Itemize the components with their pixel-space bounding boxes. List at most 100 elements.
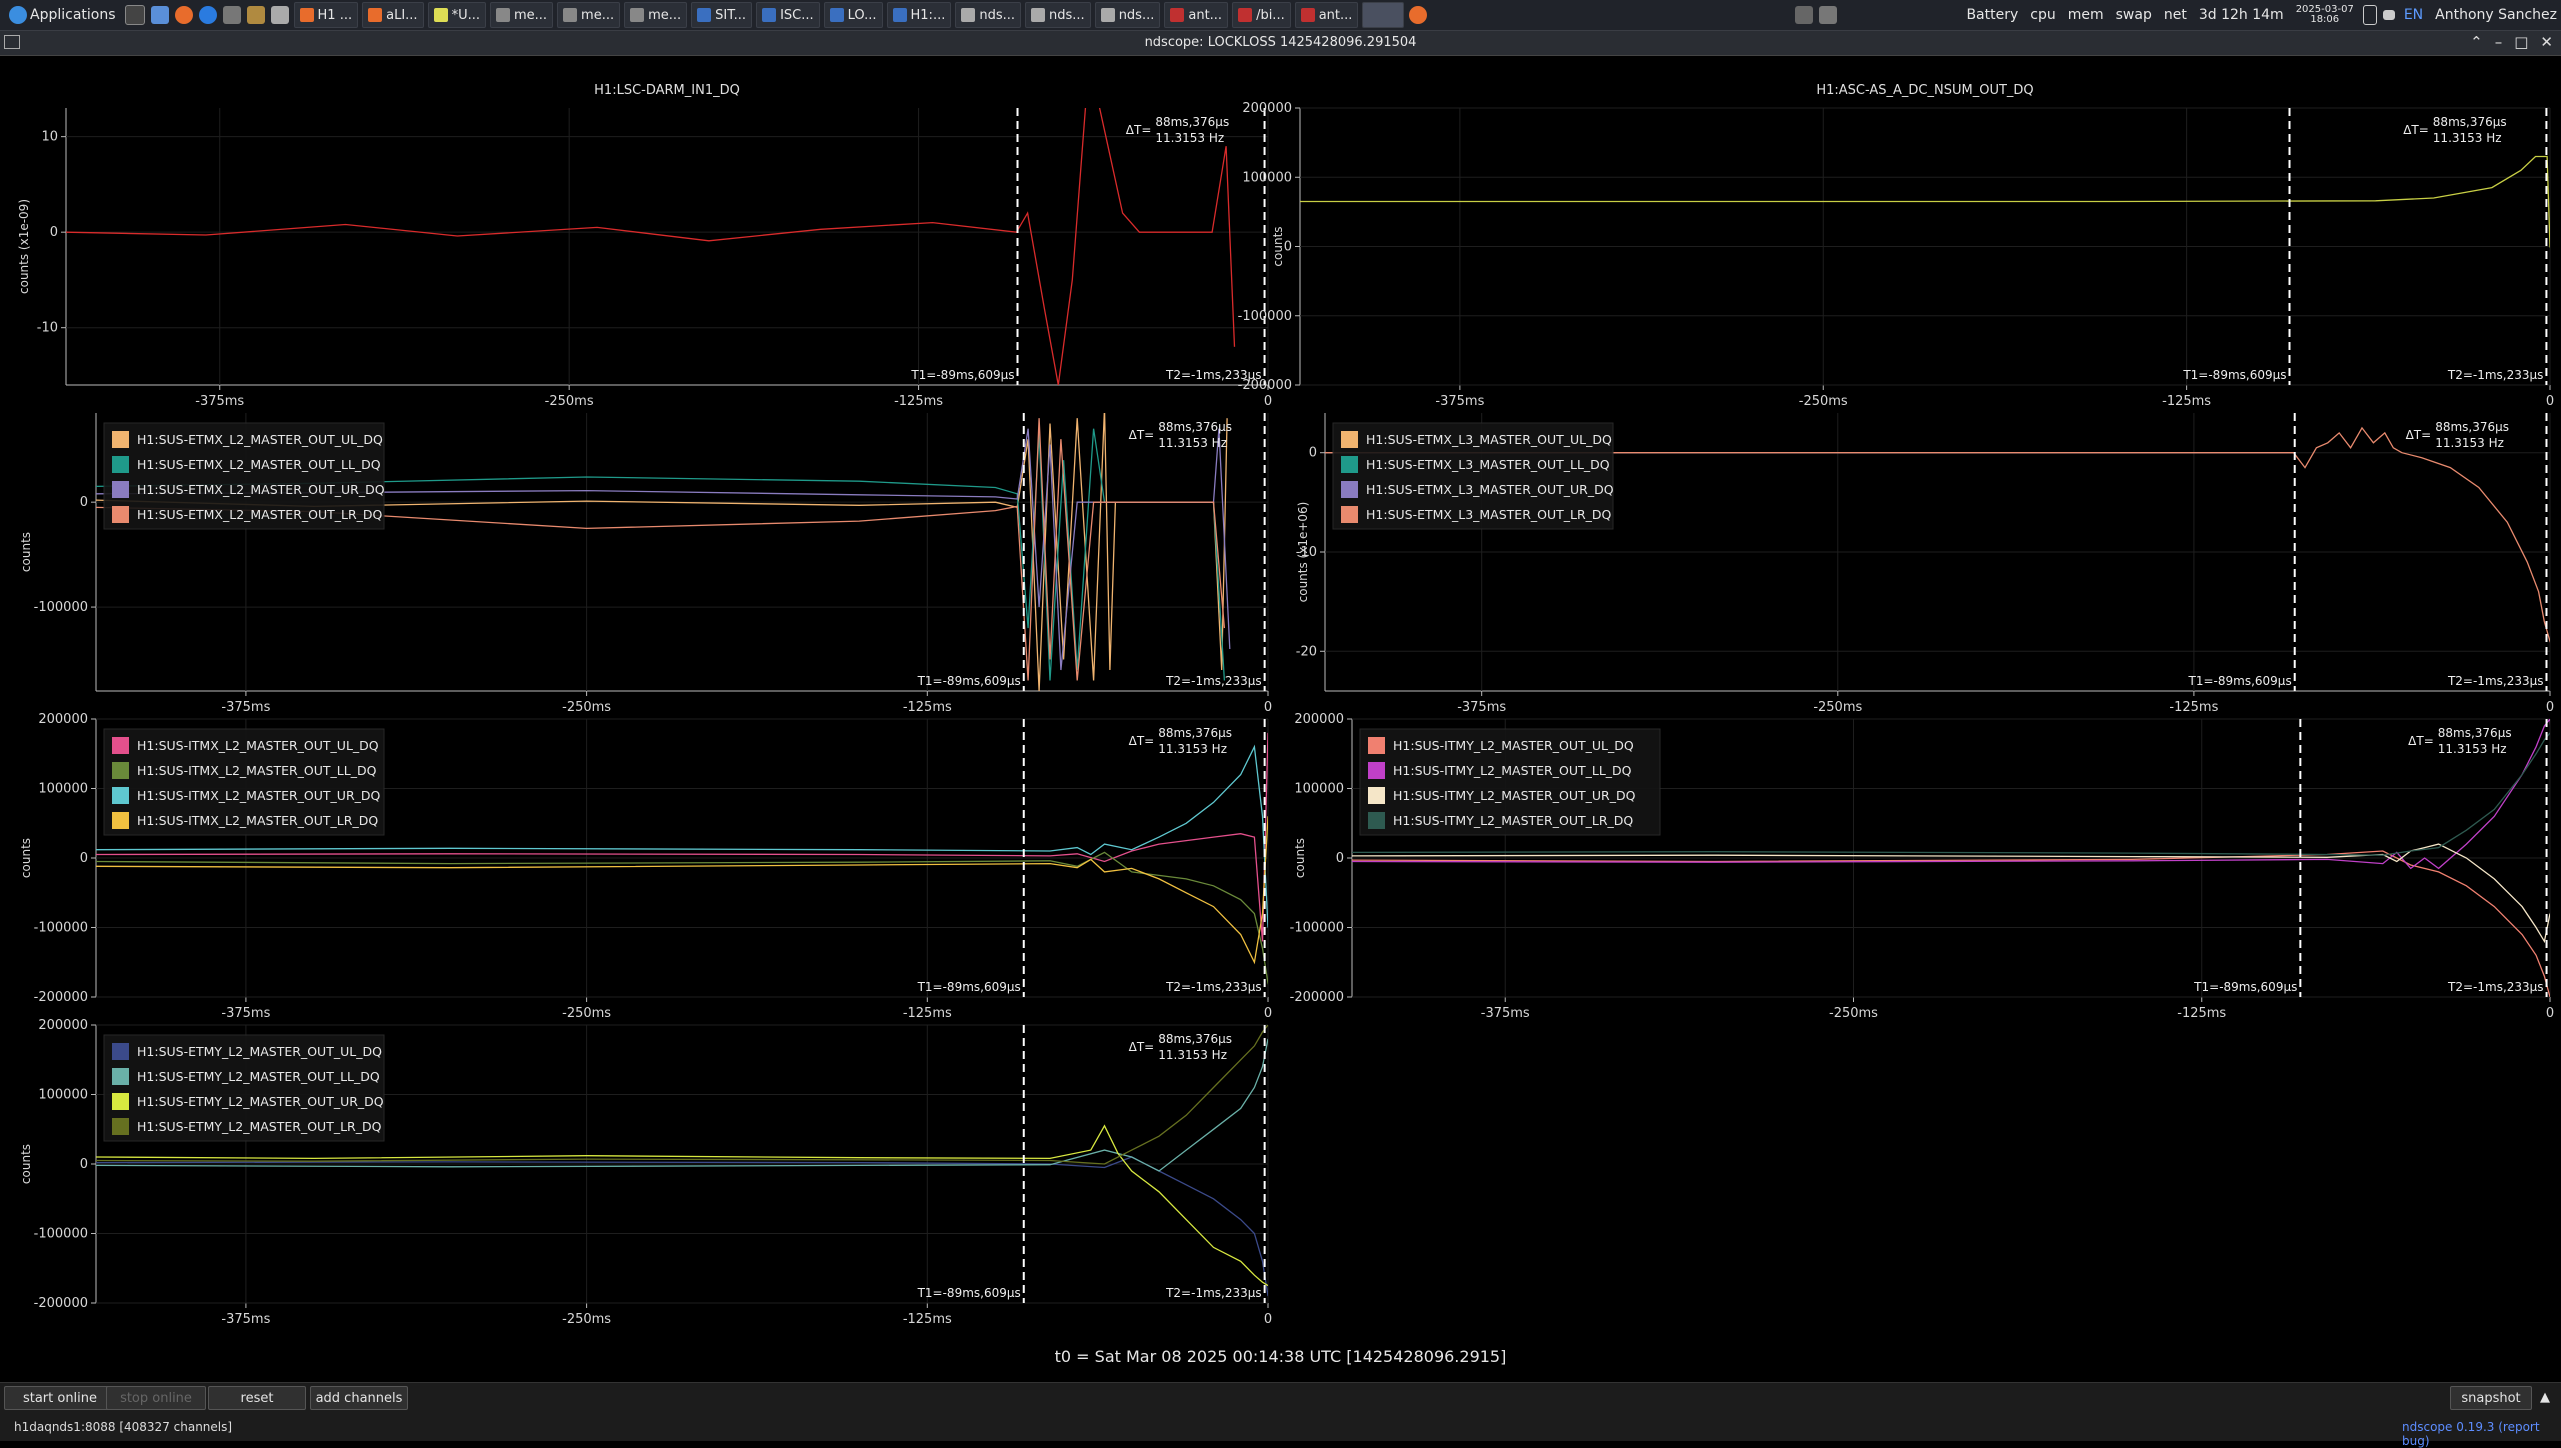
taskbar-task[interactable]: LO...: [823, 2, 883, 28]
y-tick-label: -100000: [34, 1227, 88, 1242]
series-line-3: [96, 418, 1226, 681]
taskbar-task[interactable]: me...: [624, 2, 688, 28]
legend-swatch: [112, 737, 129, 754]
monitor-4[interactable]: net: [2163, 7, 2187, 23]
window-close-icon[interactable]: ✕: [2540, 33, 2553, 51]
frequency-value: 11.3153 Hz: [2433, 131, 2502, 145]
task-app-icon: [829, 8, 844, 22]
delta-t-value: 88ms,376μs: [1158, 726, 1232, 740]
y-tick-label: -10: [37, 321, 58, 336]
taskbar-task[interactable]: me...: [557, 2, 621, 28]
add-channels-button[interactable]: add channels: [310, 1386, 408, 1410]
version-link[interactable]: ndscope 0.19.3: [2402, 1420, 2495, 1434]
firefox-task-icon[interactable]: [1409, 6, 1428, 24]
start-online-button[interactable]: start online: [4, 1386, 116, 1410]
y-axis-label: counts (x1e+06): [1296, 502, 1310, 603]
x-tick-label: 0: [2546, 1006, 2554, 1021]
task-label: ISC...: [780, 7, 814, 23]
collapse-arrow-icon[interactable]: ▲: [2540, 1389, 2550, 1405]
window-minimize-icon[interactable]: –: [2494, 33, 2503, 51]
taskbar-task[interactable]: *U...: [427, 2, 486, 28]
x-tick-label: 0: [2546, 394, 2554, 409]
delta-t-value: 88ms,376μs: [2433, 115, 2507, 129]
delta-t-label: ΔT=: [2406, 428, 2432, 442]
taskbar-task[interactable]: me...: [489, 2, 554, 28]
taskbar-task[interactable]: nds...: [1094, 2, 1161, 28]
legend-box: [103, 1034, 385, 1142]
y-tick-label: -100000: [1290, 921, 1344, 936]
task-list: H1 ...aLI...*U...me...me...me...SIT...IS…: [292, 2, 1431, 28]
series-line-0: [1300, 155, 2550, 249]
legend-label: H1:SUS-ETMX_L2_MASTER_OUT_LR_DQ: [137, 507, 383, 522]
window-maximize-icon[interactable]: □: [2514, 33, 2529, 51]
taskbar-task[interactable]: /bi...: [1232, 2, 1291, 28]
terminal-launcher-icon[interactable]: [124, 5, 145, 25]
monitor-2[interactable]: mem: [2067, 7, 2104, 23]
legend-label: H1:SUS-ETMY_L2_MASTER_OUT_LL_DQ: [137, 1069, 380, 1084]
taskbar-task[interactable]: H1:...: [886, 2, 952, 28]
firefox-launcher-icon[interactable]: [174, 6, 193, 24]
network-icon[interactable]: [2382, 10, 2395, 20]
taskbar-task[interactable]: H1 ...: [293, 2, 359, 28]
x-tick-label: -125ms: [903, 1312, 952, 1327]
share-launcher-icon[interactable]: [222, 6, 241, 24]
clipboard-icon[interactable]: [2362, 5, 2377, 25]
task-app-icon: [697, 8, 712, 22]
archive-launcher-icon[interactable]: [246, 6, 265, 24]
legend-label: H1:SUS-ETMY_L2_MASTER_OUT_UL_DQ: [137, 1044, 382, 1059]
taskbar-task[interactable]: ISC...: [756, 2, 820, 28]
distro-logo-icon: [9, 6, 27, 24]
monitor-1[interactable]: cpu: [2030, 7, 2056, 23]
x-tick-label: -125ms: [903, 700, 952, 715]
task-app-icon: [1100, 8, 1115, 22]
legend-swatch: [1341, 431, 1358, 448]
legend-label: H1:SUS-ETMY_L2_MASTER_OUT_LR_DQ: [137, 1119, 382, 1134]
editor-launcher-icon[interactable]: [270, 6, 289, 24]
clock[interactable]: 2025-03-07 18:06: [2290, 5, 2360, 25]
user-name[interactable]: Anthony Sanchez: [2435, 7, 2557, 23]
tray-window-icon-2[interactable]: [1819, 6, 1838, 24]
legend-box: [103, 728, 385, 836]
y-tick-label: 10: [41, 130, 58, 145]
delta-t-label: ΔT=: [2403, 123, 2429, 137]
keyboard-layout[interactable]: EN: [2403, 7, 2424, 23]
monitor-3[interactable]: swap: [2115, 7, 2152, 23]
series-line-0: [66, 108, 1236, 385]
taskbar-task[interactable]: aLI...: [362, 2, 424, 28]
task-app-icon: [495, 8, 510, 22]
legend-swatch: [112, 812, 129, 829]
taskbar-task[interactable]: nds...: [1025, 2, 1091, 28]
reset-button[interactable]: reset: [208, 1386, 306, 1410]
snapshot-button[interactable]: snapshot: [2450, 1386, 2532, 1410]
y-tick-label: 100000: [1294, 782, 1344, 797]
task-app-icon: [630, 8, 645, 22]
tray-window-icon[interactable]: [1795, 6, 1814, 24]
files-launcher-icon[interactable]: [150, 6, 169, 24]
legend-label: H1:SUS-ITMX_L2_MASTER_OUT_UR_DQ: [137, 788, 381, 803]
taskbar-task[interactable]: nds...: [955, 2, 1022, 28]
x-tick-label: -250ms: [545, 394, 594, 409]
y-axis-label: counts: [19, 532, 33, 572]
frequency-value: 11.3153 Hz: [2435, 436, 2504, 450]
taskbar-task[interactable]: ant...: [1294, 2, 1359, 28]
stop-online-button[interactable]: stop online: [106, 1386, 206, 1410]
browser-launcher-icon[interactable]: [198, 6, 217, 24]
applications-menu-button[interactable]: Applications: [0, 0, 122, 30]
legend-swatch: [1368, 762, 1385, 779]
task-label: me...: [513, 7, 548, 23]
legend-label: H1:SUS-ITMX_L2_MASTER_OUT_UL_DQ: [137, 738, 379, 753]
monitor-0[interactable]: Battery: [1966, 7, 2019, 23]
window-menu-icon[interactable]: [4, 35, 20, 49]
taskbar-task[interactable]: ant...: [1164, 2, 1229, 28]
legend-swatch: [112, 456, 129, 473]
x-tick-label: -375ms: [1481, 1006, 1530, 1021]
active-window-task[interactable]: [1362, 2, 1405, 28]
window-shade-icon[interactable]: ⌃: [2470, 33, 2483, 51]
taskbar-task[interactable]: SIT...: [691, 2, 753, 28]
